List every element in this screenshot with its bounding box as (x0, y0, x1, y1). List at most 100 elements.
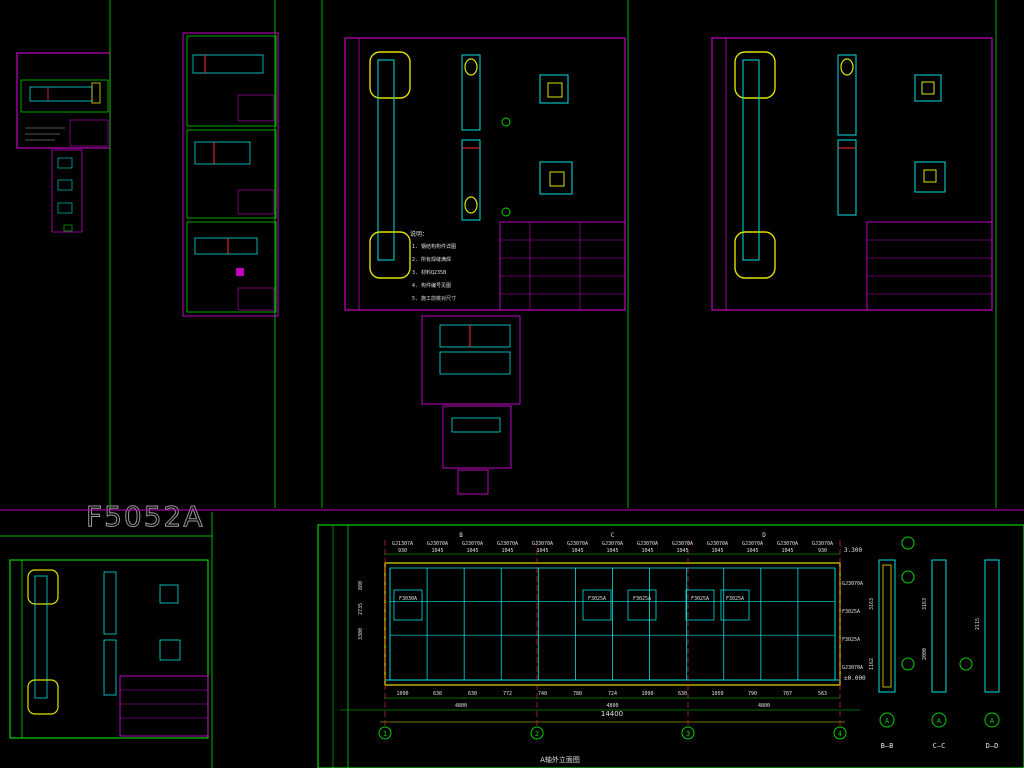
sheet-bottom-left (9, 559, 209, 739)
axis-number: 3 (686, 730, 690, 738)
section-dim-label: 3163 (869, 598, 875, 610)
axis-number: 1 (383, 730, 387, 738)
right-code-label: F3025A (842, 609, 860, 615)
elevation-total-dim: 14400 (601, 710, 623, 718)
bottom-dim-label: 630 (678, 691, 687, 697)
drawing-code-label: F5052A (86, 500, 205, 534)
axis-number: 4 (838, 730, 842, 738)
axis-letter: C (611, 532, 615, 539)
top-code-label: GJ3070A (742, 541, 763, 547)
bottom-dim-label: 1090 (641, 691, 653, 697)
note-line: 4. 构件编号见图 (412, 282, 451, 289)
top-dim-label: 1045 (606, 548, 618, 554)
elevation-axis-bubbles: 1 2 3 4 (378, 726, 847, 740)
panel-label: F3025A (633, 596, 651, 602)
right-code-label: GJ3070A (842, 665, 863, 671)
level-top: 3.300 (844, 547, 862, 554)
elevation-sheet (317, 524, 1024, 768)
panel-label: F3025A (691, 596, 709, 602)
elevation-columns (389, 568, 836, 680)
axis-bubble (833, 726, 847, 740)
note-line: 2. 所有焊缝满焊 (412, 256, 451, 263)
bottom-dim-label: 790 (748, 691, 757, 697)
top-code-label: GJ3070A (462, 541, 483, 547)
top-dim-label: 1045 (431, 548, 443, 554)
sheet-center-detail (344, 37, 626, 311)
elevation-top-codes: GJ1307A GJ3070A GJ3070A GJ3070A GJ3070A GJ307… (392, 541, 833, 547)
door-panel (720, 589, 750, 621)
sheet-top-left (16, 52, 111, 149)
elevation-axis-lines (384, 540, 841, 727)
top-code-label: GJ3070A (567, 541, 588, 547)
bottom-dim-label: 724 (608, 691, 617, 697)
door-panel (685, 589, 715, 621)
door-panel (582, 589, 612, 621)
top-code-label: GJ3070A (532, 541, 553, 547)
right-code-label: F3025A (842, 637, 860, 643)
axis-bubble (530, 726, 544, 740)
sheet-stack-column (182, 32, 279, 317)
bottom-dim-label: 780 (573, 691, 582, 697)
sub-dim-label: 4800 (606, 703, 618, 709)
sheet-center-sub-sheets (421, 315, 521, 495)
section-axis-letter: A (885, 717, 890, 725)
bottom-dim-label: 630 (433, 691, 442, 697)
bottom-dim-label: 1050 (711, 691, 723, 697)
level-zero: ±0.000 (844, 675, 866, 682)
section-axis-bubble (879, 712, 895, 728)
note-line: 1. 钢结构构件详图 (412, 243, 456, 250)
top-code-label: GJ3070A (777, 541, 798, 547)
top-code-label: GJ1307A (392, 541, 413, 547)
top-dim-label: 1045 (781, 548, 793, 554)
sub-dim-label: 4800 (758, 703, 770, 709)
top-code-label: GJ3070A (602, 541, 623, 547)
sub-dim-label: 4800 (455, 703, 467, 709)
bottom-dim-label: 740 (538, 691, 547, 697)
top-code-label: GJ3070A (812, 541, 833, 547)
top-code-label: GJ3070A (427, 541, 448, 547)
top-code-label: GJ3070A (497, 541, 518, 547)
sheet-right-detail (711, 37, 993, 311)
top-code-label: GJ3070A (672, 541, 693, 547)
section-label: D—D (986, 742, 999, 750)
axis-bubble (378, 726, 392, 740)
section-details (878, 536, 1000, 693)
axis-letter: D (762, 532, 766, 539)
left-dim-label: 2735 (358, 603, 364, 615)
axis-letter: B (459, 532, 463, 539)
top-dim-label: 1045 (571, 548, 583, 554)
axis-number: 2 (535, 730, 539, 738)
bottom-dim-label: 707 (783, 691, 792, 697)
elevation-axis-letters: B C D (459, 532, 766, 539)
top-dim-label: 1045 (501, 548, 513, 554)
section-axis-bubble (931, 712, 947, 728)
panel-label: F3025A (726, 596, 744, 602)
door-panel (393, 589, 423, 621)
door-panel (627, 589, 657, 621)
sheet-top-left-details (51, 149, 83, 233)
top-dim-label: 1045 (711, 548, 723, 554)
top-dim-label: 1045 (641, 548, 653, 554)
bottom-dim-label: 1090 (396, 691, 408, 697)
right-code-label: GJ3070A (842, 581, 863, 587)
top-dim-label: 930 (398, 548, 407, 554)
section-label: C—C (933, 742, 946, 750)
section-dim-label: 2000 (922, 648, 928, 660)
top-dim-label: 1045 (466, 548, 478, 554)
panel-label: F3030A (399, 596, 417, 602)
bottom-dim-label: 772 (503, 691, 512, 697)
section-dim-label: 3163 (922, 598, 928, 610)
section-dim-label: 2115 (975, 618, 981, 630)
section-axis-letter: A (937, 717, 942, 725)
bottom-dim-label: 563 (818, 691, 827, 697)
elevation-title: A轴外立面图 (540, 755, 580, 764)
axis-bubble (681, 726, 695, 740)
elevation-right-codes: GJ3070A F3025A F3025A GJ3070A (842, 581, 863, 671)
